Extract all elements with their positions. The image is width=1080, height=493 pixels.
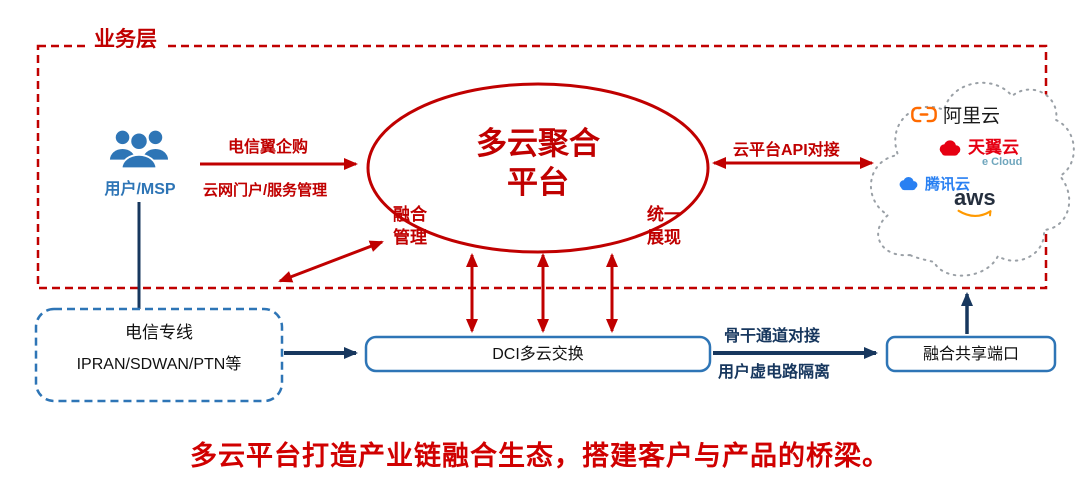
virtual-circuit-isolation-label: 用户虚电路隔离 xyxy=(718,364,831,381)
tianyi-cloud-icon xyxy=(939,140,961,156)
aws-logo: aws xyxy=(954,187,996,219)
dci-exchange-label: DCI多云交换 xyxy=(492,346,584,363)
cloud-api-label: 云平台API对接 xyxy=(733,142,840,159)
users-label: 用户/MSP xyxy=(104,181,176,198)
cloud-portal-label: 云网门户/服务管理 xyxy=(203,182,328,199)
alibaba-cloud-logo: 阿里云 xyxy=(910,101,1000,128)
fusion-management-label: 融合 管理 xyxy=(393,205,427,247)
platform-telecom-diagonal-arrow xyxy=(278,240,384,283)
users-group-icon xyxy=(108,124,170,174)
alibaba-brackets-icon xyxy=(911,106,937,123)
tianyi-cloud-logo: 天翼云 e Cloud xyxy=(937,139,1022,168)
platform-ellipse xyxy=(366,82,710,254)
slogan-text: 多云平台打造产业链融合生态，搭建客户与产品的桥梁。 xyxy=(190,441,890,471)
business-layer-label: 业务层 xyxy=(86,27,165,53)
telecom-line-box xyxy=(34,307,284,403)
dci-exchange-box xyxy=(364,335,712,373)
telecom-purchase-label: 电信翼企购 xyxy=(228,139,309,156)
platform-title: 多云聚合 平台 xyxy=(438,124,638,202)
shared-port-box xyxy=(885,335,1057,373)
backbone-channel-label: 骨干通道对接 xyxy=(724,328,821,345)
shared-port-label: 融合共享端口 xyxy=(922,346,1019,363)
telecom-line-label-2: IPRAN/SDWAN/PTN等 xyxy=(76,356,242,373)
tencent-cloud-logo: 腾讯云 xyxy=(897,173,970,194)
public-cloud-outline xyxy=(869,81,1075,277)
platform-title-line1: 多云聚合 xyxy=(476,126,600,161)
business-layer-border xyxy=(36,44,1048,290)
unified-presentation-label: 统一 展现 xyxy=(647,205,681,247)
aws-smile-icon xyxy=(957,209,992,218)
tencent-cloud-icon xyxy=(899,176,918,191)
platform-title-line2: 平台 xyxy=(507,165,569,200)
telecom-line-label-1: 电信专线 xyxy=(125,323,193,342)
